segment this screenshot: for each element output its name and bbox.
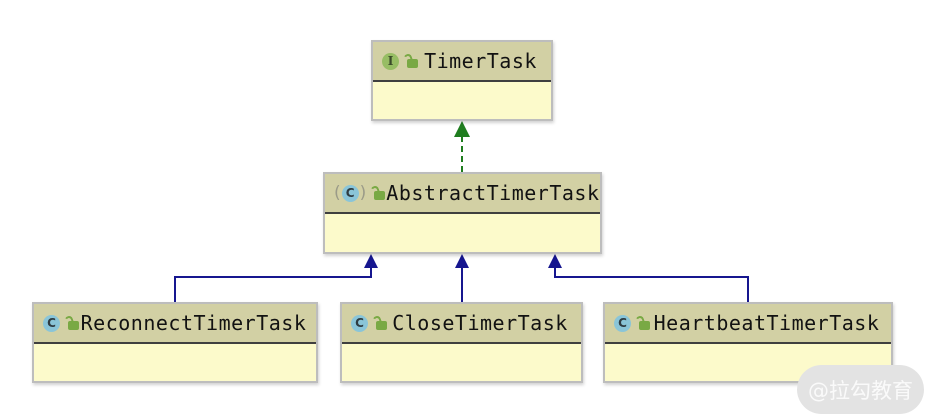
unlocked-lock-icon xyxy=(63,314,80,331)
class-node-header: C AbstractTimerTask xyxy=(325,174,600,214)
unlocked-lock-icon xyxy=(402,52,419,69)
implements-arrow-abstracttimertask-to-timertask xyxy=(454,121,470,172)
class-node-header: C CloseTimerTask xyxy=(342,304,581,344)
class-name-label: ReconnectTimerTask xyxy=(80,311,307,335)
class-name-label: TimerTask xyxy=(424,49,537,73)
class-name-label: AbstractTimerTask xyxy=(386,181,600,205)
class-name-label: CloseTimerTask xyxy=(392,311,568,335)
class-node-body xyxy=(34,344,316,381)
class-node-body xyxy=(373,82,551,119)
class-name-label: HeartbeatTimerTask xyxy=(653,311,880,335)
class-node-body xyxy=(342,344,581,381)
unlocked-lock-icon xyxy=(634,314,651,331)
abstract-class-icon: C xyxy=(334,184,366,202)
class-icon: C xyxy=(43,314,60,332)
class-node-timertask[interactable]: I TimerTask xyxy=(371,40,553,121)
class-node-reconnecttimertask[interactable]: C ReconnectTimerTask xyxy=(32,302,318,383)
class-node-closetimertask[interactable]: C CloseTimerTask xyxy=(340,302,583,383)
watermark-badge: @拉勾教育 xyxy=(797,365,924,414)
class-node-header: I TimerTask xyxy=(373,42,551,82)
unlocked-lock-icon xyxy=(370,184,386,201)
class-icon: C xyxy=(341,184,359,202)
unlocked-lock-icon xyxy=(371,314,388,331)
extends-arrow-heartbeattimertask-to-abstracttimertask xyxy=(548,254,749,302)
extends-arrow-reconnecttimertask-to-abstracttimertask xyxy=(174,254,378,302)
class-node-body xyxy=(325,214,600,252)
class-icon: C xyxy=(614,314,631,332)
class-node-header: C ReconnectTimerTask xyxy=(34,304,316,344)
extends-arrow-closetimertask-to-abstracttimertask xyxy=(455,254,469,302)
interface-icon: I xyxy=(382,52,399,70)
class-node-abstracttimertask[interactable]: C AbstractTimerTask xyxy=(323,172,602,254)
class-icon: C xyxy=(351,314,368,332)
class-node-header: C HeartbeatTimerTask xyxy=(605,304,891,344)
